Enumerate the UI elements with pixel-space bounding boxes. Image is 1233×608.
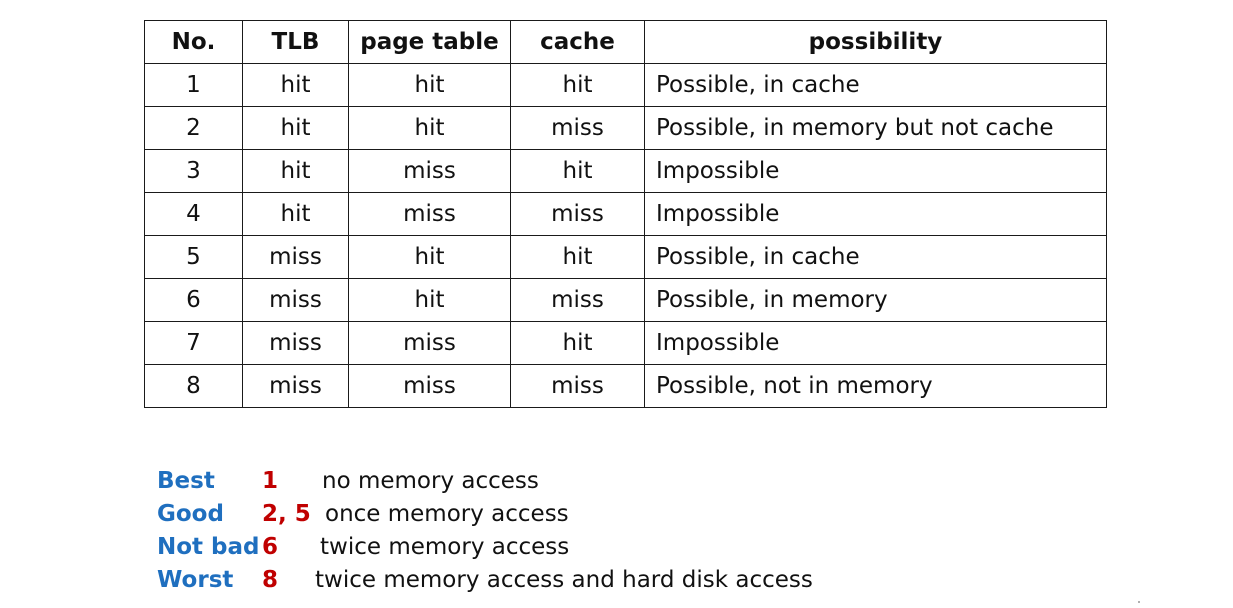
summary-description: no memory access: [322, 468, 539, 494]
cell-no: 4: [144, 192, 243, 236]
table-row: 3 hit miss hit Impossible: [144, 149, 1107, 193]
header-page-table: page table: [348, 20, 511, 64]
table-row: 7 miss miss hit Impossible: [144, 321, 1107, 365]
cell-tlb: miss: [242, 235, 349, 279]
cell-possibility: Impossible: [644, 149, 1107, 193]
cell-page-table: miss: [348, 149, 511, 193]
header-tlb: TLB: [242, 20, 349, 64]
table-row: 5 miss hit hit Possible, in cache: [144, 235, 1107, 279]
cell-possibility: Possible, not in memory: [644, 364, 1107, 408]
cell-tlb: hit: [242, 192, 349, 236]
table-row: 6 miss hit miss Possible, in memory: [144, 278, 1107, 322]
summary-case-number: 8: [262, 567, 279, 593]
cell-cache: hit: [510, 235, 645, 279]
summary-label: Not bad: [157, 534, 260, 560]
cell-no: 6: [144, 278, 243, 322]
table-row: 1 hit hit hit Possible, in cache: [144, 63, 1107, 107]
header-cache: cache: [510, 20, 645, 64]
cell-page-table: hit: [348, 63, 511, 107]
cell-no: 7: [144, 321, 243, 365]
cell-tlb: miss: [242, 278, 349, 322]
cell-tlb: hit: [242, 63, 349, 107]
summary-description: twice memory access and hard disk access: [315, 567, 813, 593]
cell-no: 2: [144, 106, 243, 150]
cell-cache: hit: [510, 149, 645, 193]
table-row: 8 miss miss miss Possible, not in memory: [144, 364, 1107, 408]
summary-case-number: 1: [262, 468, 279, 494]
summary-description: once memory access: [325, 501, 569, 527]
cell-page-table: miss: [348, 192, 511, 236]
summary-case-number: 6: [262, 534, 279, 560]
summary-case-number: 2, 5: [262, 501, 311, 527]
cell-possibility: Impossible: [644, 321, 1107, 365]
cell-cache: miss: [510, 364, 645, 408]
table-header-row: No. TLB page table cache possibility: [144, 20, 1107, 64]
table-row: 4 hit miss miss Impossible: [144, 192, 1107, 236]
header-no: No.: [144, 20, 243, 64]
cell-cache: hit: [510, 321, 645, 365]
cell-cache: miss: [510, 278, 645, 322]
cell-cache: miss: [510, 192, 645, 236]
cell-page-table: hit: [348, 235, 511, 279]
cell-page-table: miss: [348, 321, 511, 365]
summary-label: Best: [157, 468, 215, 494]
cell-possibility: Possible, in memory but not cache: [644, 106, 1107, 150]
cell-possibility: Impossible: [644, 192, 1107, 236]
cell-no: 5: [144, 235, 243, 279]
corner-mark: [1138, 601, 1140, 603]
cell-cache: miss: [510, 106, 645, 150]
cell-possibility: Possible, in cache: [644, 63, 1107, 107]
header-possibility: possibility: [644, 20, 1107, 64]
summary-description: twice memory access: [320, 534, 570, 560]
cell-no: 8: [144, 364, 243, 408]
summary-label: Good: [157, 501, 224, 527]
cell-no: 3: [144, 149, 243, 193]
cell-possibility: Possible, in cache: [644, 235, 1107, 279]
cell-cache: hit: [510, 63, 645, 107]
cell-page-table: hit: [348, 278, 511, 322]
tlb-access-table: No. TLB page table cache possibility 1 h…: [144, 20, 1107, 408]
table-row: 2 hit hit miss Possible, in memory but n…: [144, 106, 1107, 150]
cell-tlb: miss: [242, 321, 349, 365]
cell-tlb: miss: [242, 364, 349, 408]
summary-label: Worst: [157, 567, 234, 593]
cell-possibility: Possible, in memory: [644, 278, 1107, 322]
cell-tlb: hit: [242, 106, 349, 150]
cell-no: 1: [144, 63, 243, 107]
cell-page-table: hit: [348, 106, 511, 150]
cell-tlb: hit: [242, 149, 349, 193]
cell-page-table: miss: [348, 364, 511, 408]
